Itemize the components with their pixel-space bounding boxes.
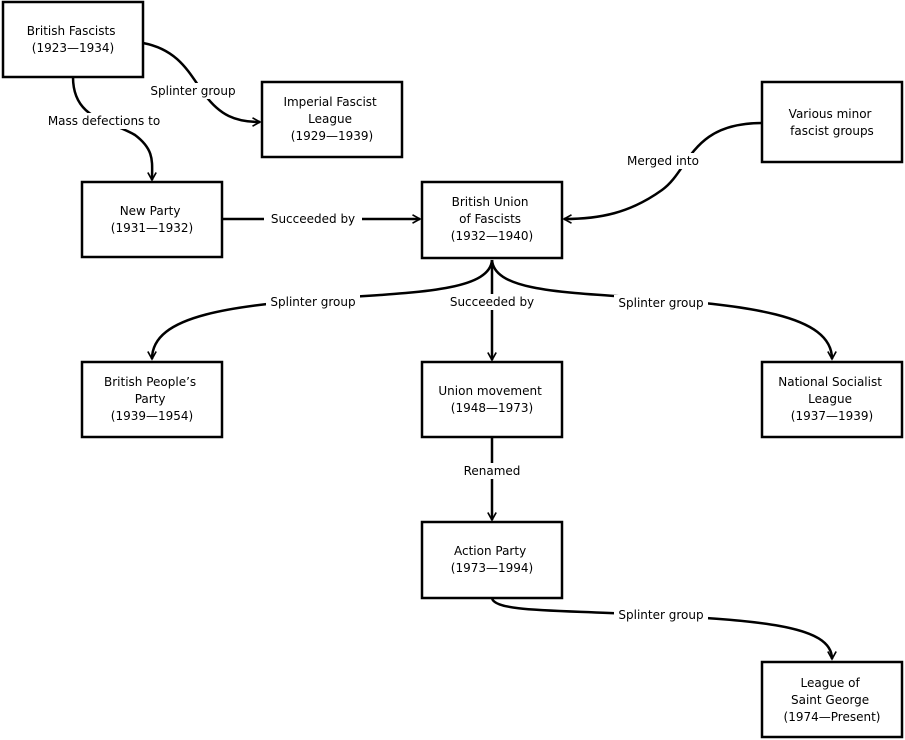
edge-label-um-ap: Renamed (464, 464, 521, 478)
edge-label-bf-np: Mass defections to (48, 114, 160, 128)
edge-label-buf-bpp: Splinter group (270, 295, 355, 309)
svg-text:New Party (1931—1932): New Party (1931—1932) (111, 204, 193, 235)
node-various-minor-groups: Various minor fascist groups (760, 80, 904, 164)
node-british-peoples-party: British People’s Party (1939—1954) (80, 360, 224, 439)
edge-bf-ifl: Splinter group (142, 41, 260, 122)
node-union-movement: Union movement (1948—1973) (420, 360, 564, 439)
node-league-of-saint-george: League of Saint George (1974—Present) (760, 660, 904, 739)
node-action-party: Action Party (1973—1994) (420, 520, 564, 600)
svg-text:Imperial Fascist League: Imperial Fascist League (1929—1939) (283, 95, 380, 143)
edge-buf-um: Succeeded by (445, 260, 539, 360)
edge-ap-lsg: Splinter group (490, 597, 832, 659)
svg-text:British Fascists (1923—1: British Fascists (1923—1934) (27, 24, 120, 55)
svg-text:League of Saint George: League of Saint George (1974—Present) (784, 676, 881, 724)
edge-buf-bpp: Splinter group (152, 259, 494, 359)
node-national-socialist-league: National Socialist League (1937—1939) (760, 360, 904, 439)
edge-label-buf-nsl: Splinter group (618, 296, 703, 310)
svg-text:Action Party (1973—1994): Action Party (1973—1994) (451, 544, 533, 575)
edge-label-buf-um: Succeeded by (450, 295, 534, 309)
edge-minor-buf: Merged into (564, 121, 763, 219)
node-imperial-fascist-league: Imperial Fascist League (1929—1939) (260, 80, 404, 159)
svg-text:Various minor fascist gr: Various minor fascist groups (789, 107, 876, 138)
edge-label-bf-ifl: Splinter group (150, 84, 235, 98)
svg-text:British Union of Fascist: British Union of Fascists (1932—1940) (451, 195, 533, 243)
edge-um-ap: Renamed (460, 437, 524, 520)
edge-buf-nsl: Splinter group (490, 259, 832, 359)
edge-np-buf: Succeeded by (222, 211, 420, 227)
edge-bf-np: Mass defections to (47, 76, 161, 180)
edge-label-minor-buf: Merged into (627, 154, 699, 168)
node-british-fascists: British Fascists (1923—1934) (1, 0, 145, 79)
node-new-party: New Party (1931—1932) (80, 180, 224, 259)
svg-text:British People’s Party: British People’s Party (1939—1954) (104, 375, 200, 423)
edge-label-np-buf: Succeeded by (271, 212, 355, 226)
svg-text:National Socialist Leagu: National Socialist League (1937—1939) (778, 375, 886, 423)
svg-text:Union movement (1948—197: Union movement (1948—1973) (438, 384, 545, 415)
edge-label-ap-lsg: Splinter group (618, 608, 703, 622)
node-british-union-of-fascists: British Union of Fascists (1932—1940) (420, 180, 564, 260)
